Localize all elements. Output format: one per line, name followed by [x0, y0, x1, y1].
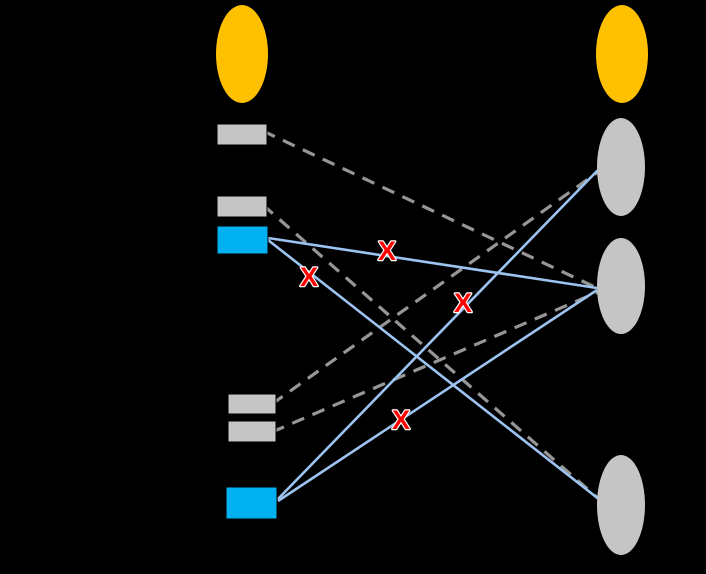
right-nodes-layer	[596, 5, 648, 555]
x-markers-layer: X X X X	[299, 235, 473, 436]
reject-x-marker: X	[378, 236, 396, 266]
new-assignment-edge	[267, 238, 601, 502]
old-assignment-edge	[271, 170, 599, 406]
right-node-ellipse[interactable]	[597, 238, 645, 334]
right-node-ellipse[interactable]	[597, 455, 645, 555]
left-node-box[interactable]	[225, 486, 278, 520]
new-assignment-edge	[267, 236, 598, 290]
old-assignment-edge	[271, 290, 599, 434]
new-assignment-edge	[277, 169, 599, 500]
reject-x-marker: X	[300, 262, 318, 292]
left-node-box[interactable]	[227, 393, 277, 415]
new-edges-layer	[267, 169, 601, 503]
left-node-box[interactable]	[216, 123, 268, 146]
left-node-box[interactable]	[216, 195, 268, 218]
old-edges-layer	[261, 129, 602, 502]
left-node-box[interactable]	[216, 225, 269, 255]
left-node-ellipse[interactable]	[216, 5, 268, 103]
left-nodes-layer	[216, 5, 278, 520]
reject-x-marker: X	[392, 405, 410, 435]
new-assignment-edge	[277, 288, 598, 503]
old-assignment-edge	[262, 129, 598, 290]
right-node-ellipse[interactable]	[596, 5, 648, 103]
left-node-box[interactable]	[227, 420, 277, 443]
right-node-ellipse[interactable]	[597, 118, 645, 216]
old-assignment-edge	[261, 203, 602, 502]
reject-x-marker: X	[454, 288, 472, 318]
